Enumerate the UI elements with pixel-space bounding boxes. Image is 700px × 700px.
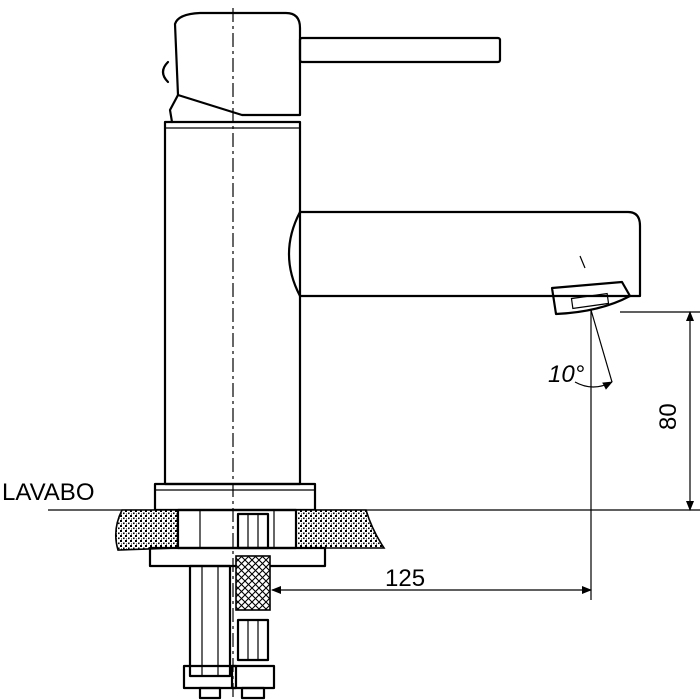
flexible-hose xyxy=(230,512,276,700)
base-flange xyxy=(153,482,317,512)
spout xyxy=(287,210,642,298)
countertop-section xyxy=(114,509,386,551)
angle-indicator: 10° xyxy=(548,309,613,600)
reach-dimension: 125 xyxy=(271,565,592,594)
height-label: 80 xyxy=(655,403,682,430)
surface-label: LAVABO xyxy=(2,479,94,506)
lever-handle xyxy=(161,11,502,124)
height-dimension: 80 xyxy=(620,311,700,511)
reach-label: 125 xyxy=(385,565,425,592)
angle-label: 10° xyxy=(548,361,585,388)
aerator xyxy=(550,255,632,316)
